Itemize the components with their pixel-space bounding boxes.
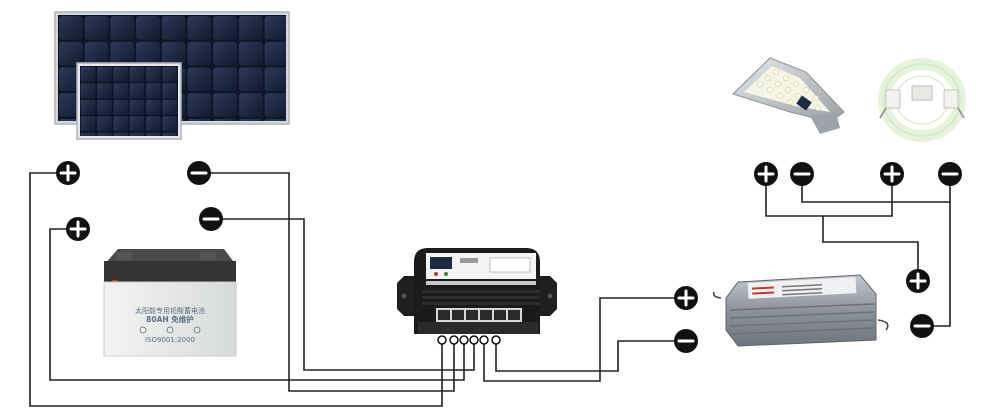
induction-lamp xyxy=(878,58,966,142)
wire-driver-positive-link xyxy=(822,216,919,281)
controller-terminal-solar-positive xyxy=(437,335,447,345)
wire-load-positive xyxy=(483,297,686,382)
solar-panel-small xyxy=(76,62,182,140)
wire-solar-negative xyxy=(199,172,455,392)
wires xyxy=(29,172,951,407)
solar-negative-terminal xyxy=(187,161,211,185)
driver-positive-terminal xyxy=(906,269,930,293)
battery: 太阳能专用铅酸蓄电池 80AH 免维护 ISO9001:2000 xyxy=(103,249,237,357)
controller-terminal-solar-negative xyxy=(449,335,459,345)
wire-driver-negative-link xyxy=(922,202,951,327)
controller-terminal-battery-negative xyxy=(469,335,479,345)
controller-terminal-battery-positive xyxy=(459,335,469,345)
solar-positive-terminal xyxy=(56,161,80,185)
wire-lamp-positive-bus xyxy=(765,174,893,217)
wire-load-negative xyxy=(495,340,686,372)
induction-lamp-negative-terminal xyxy=(938,162,962,186)
controller-terminal-load-positive xyxy=(479,335,489,345)
battery-positive-terminal xyxy=(66,217,90,241)
induction-lamp-positive-terminal xyxy=(880,162,904,186)
load-negative-terminal xyxy=(674,329,698,353)
wire-battery-positive xyxy=(49,228,465,381)
driver-negative-terminal xyxy=(910,314,934,338)
controller-terminal-load-negative xyxy=(491,335,501,345)
charge-controller xyxy=(397,248,557,334)
battery-line-1: 太阳能专用铅酸蓄电池 xyxy=(135,306,205,315)
load-positive-terminal xyxy=(674,286,698,310)
wire-lamp-negative-bus xyxy=(801,174,951,203)
led-street-lamp xyxy=(732,57,845,134)
battery-line-3: ISO9001:2000 xyxy=(145,336,195,344)
wire-solar-positive xyxy=(29,172,443,407)
led-lamp-positive-terminal xyxy=(754,162,778,186)
battery-negative-terminal xyxy=(199,207,223,231)
controller-terminals xyxy=(437,335,501,345)
battery-line-2: 80AH 免维护 xyxy=(146,314,194,324)
wire-battery-negative xyxy=(211,218,475,371)
led-driver xyxy=(712,274,889,347)
led-lamp-negative-terminal xyxy=(790,162,814,186)
